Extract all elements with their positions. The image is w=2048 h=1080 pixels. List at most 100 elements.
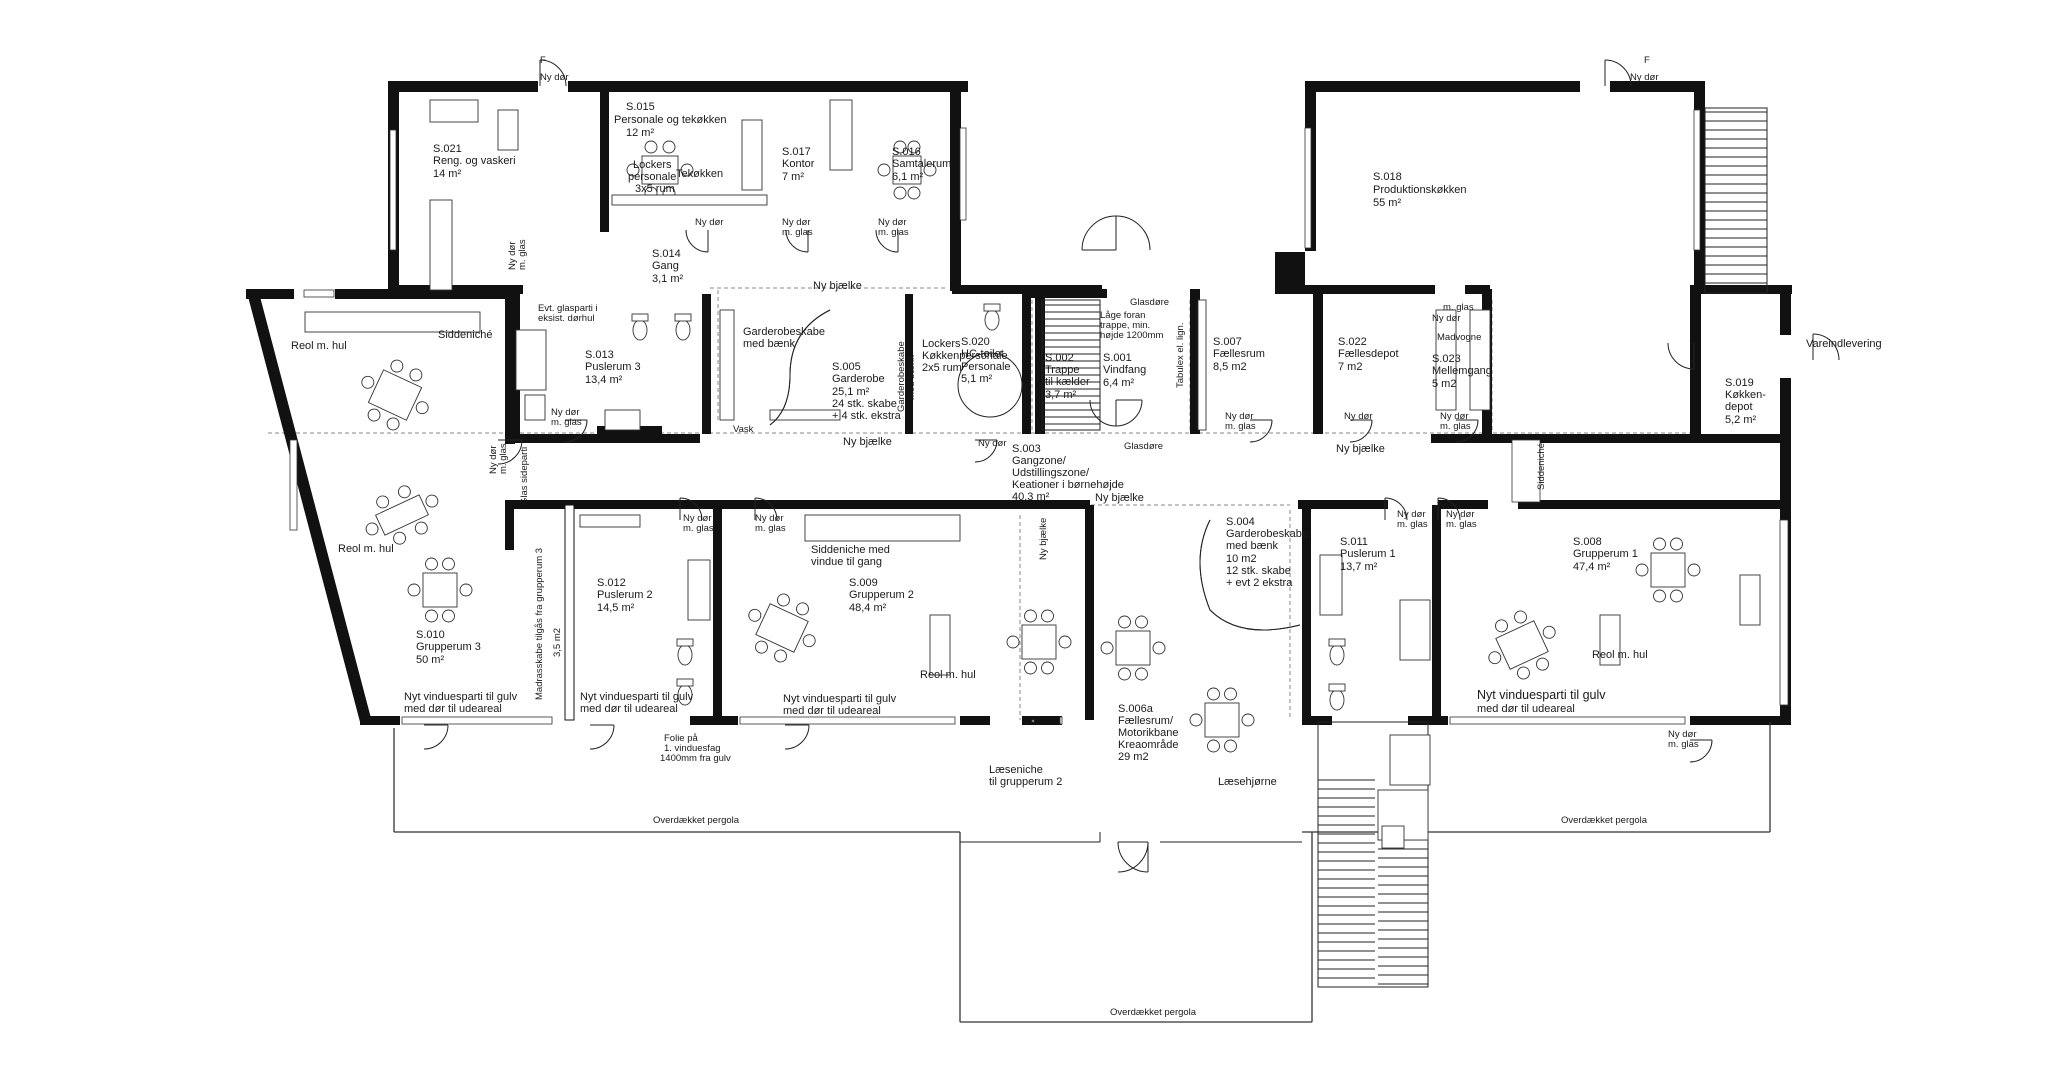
shelf: [579, 514, 641, 528]
room-s004[interactable]: S.004 Garderobeskabe med bænk 10 m2 12 s…: [1226, 516, 1308, 589]
svg-text:Fællesrum/: Fællesrum/: [1118, 715, 1174, 727]
note-laeseniche-b: til grupperum 2: [989, 776, 1062, 788]
table-with-chairs: [1488, 610, 1556, 680]
chair: [755, 640, 768, 654]
room-s014[interactable]: S.014 Gang 3,1 m²: [652, 248, 684, 285]
svg-text:depot: depot: [1725, 401, 1753, 413]
door-arc: [1349, 419, 1373, 443]
svg-text:24 stk. skabe: 24 stk. skabe: [832, 398, 897, 410]
svg-text:Udstillingszone/: Udstillingszone/: [1012, 467, 1090, 479]
note-garderobeskabe-vert-b: med bænk: [906, 355, 917, 400]
svg-text:6,1 m²: 6,1 m²: [892, 171, 924, 183]
room-s002[interactable]: S.002 Trappe til kælder 3,7 m²: [1045, 352, 1090, 401]
note-nyt-vindue-3b: med dør til udeareal: [783, 705, 881, 717]
bench: [719, 309, 735, 421]
chair: [1670, 589, 1683, 603]
chair: [1207, 687, 1220, 701]
note-folie-c: 1400mm fra gulv: [660, 753, 731, 764]
room-s011[interactable]: S.011 Puslerum 1 13,7 m²: [1340, 536, 1396, 573]
room-s006a[interactable]: S.006a Fællesrum/ Motorikbane Kreaområde…: [1118, 703, 1179, 763]
room-s005[interactable]: S.005 Garderobe 25,1 m² 24 stk. skabe + …: [832, 361, 902, 422]
chair: [777, 593, 790, 607]
svg-text:HC-toilet: HC-toilet: [961, 348, 1004, 360]
svg-text:Reng. og vaskeri: Reng. og vaskeri: [433, 155, 516, 167]
room-s001[interactable]: S.001 Vindfang 6,4 m²: [1103, 352, 1146, 389]
svg-text:Grupperum 1: Grupperum 1: [1573, 548, 1638, 560]
note-lockers-1a: Lockers: [633, 159, 672, 171]
chair: [425, 557, 438, 571]
svg-text:med bænk: med bænk: [1226, 540, 1278, 552]
room-s023[interactable]: S.023 Mellemgang 5 m2: [1432, 353, 1492, 390]
annotations: F F Ny dør Ny dør Tekøkken Lockers perso…: [291, 55, 1882, 1018]
door-arc: [1081, 215, 1117, 251]
note-lockers-2a: Lockers: [922, 338, 961, 350]
room-s019[interactable]: S.019 Køkken- depot 5,2 m²: [1725, 377, 1766, 426]
svg-text:S.006a: S.006a: [1118, 703, 1154, 715]
planter: [1389, 734, 1431, 786]
room-s010[interactable]: S.010 Grupperum 3 50 m²: [416, 629, 481, 666]
note-laesehjorne: Læsehjørne: [1218, 776, 1277, 788]
table: [1650, 552, 1686, 588]
table-with-chairs: [1635, 537, 1701, 603]
svg-text:14 m²: 14 m²: [433, 168, 461, 180]
note-pergola-south: Overdækket pergola: [1110, 1007, 1197, 1018]
svg-text:S.019: S.019: [1725, 377, 1754, 389]
door-arc: [1115, 399, 1143, 427]
room-s016[interactable]: S.016 Samtalerum 6,1 m²: [892, 146, 951, 183]
chair: [442, 609, 455, 623]
svg-text:S.023: S.023: [1432, 353, 1461, 365]
chair: [1058, 635, 1072, 649]
note-ny-dor-s009b: m. glas: [755, 523, 786, 534]
note-nyt-vindue-big: Nyt vinduesparti til gulv: [1477, 688, 1606, 702]
table-with-chairs: [1006, 609, 1072, 675]
table: [892, 155, 922, 185]
note-lockers-1c: 3x5 rum: [635, 183, 675, 195]
toilet: [984, 309, 1000, 331]
counter: [429, 199, 453, 291]
chair: [1514, 610, 1527, 624]
room-s003[interactable]: S.003 Gangzone/ Udstillingszone/ Keation…: [1012, 443, 1124, 503]
note-reol-hul-2: Reol m. hul: [338, 543, 394, 555]
svg-text:Garderobeskabe: Garderobeskabe: [1226, 528, 1308, 540]
chair: [1189, 713, 1203, 727]
chair: [907, 186, 921, 200]
room-s018[interactable]: S.018 Produktionskøkken 55 m²: [1373, 171, 1467, 209]
chair: [644, 140, 658, 154]
svg-text:10 m2: 10 m2: [1226, 553, 1257, 565]
door-arc: [754, 497, 778, 521]
walls: [246, 81, 1792, 725]
room-s017[interactable]: S.017 Kontor 7 m²: [782, 146, 815, 183]
note-ny-dor-s023-b: Ny dør: [1432, 313, 1461, 324]
chair: [1542, 625, 1556, 639]
chair: [459, 583, 473, 597]
note-garderobeskabe-vert-a: Garderobeskabe: [896, 341, 907, 412]
toilet: [675, 319, 691, 341]
room-s009[interactable]: S.009 Grupperum 2 48,4 m²: [849, 577, 914, 614]
room-s008[interactable]: S.008 Grupperum 1 47,4 m²: [1573, 536, 1638, 573]
chair: [414, 521, 428, 535]
chair: [1152, 641, 1166, 655]
chair: [376, 495, 390, 509]
door-arc: [679, 497, 703, 521]
note-tekokken: Tekøkken: [676, 168, 723, 180]
note-ny-dor-s008a: Ny dør: [1446, 509, 1475, 520]
note-siddeniche-vindue-a: Siddeniche med: [811, 544, 890, 556]
chair: [774, 649, 787, 663]
room-s022[interactable]: S.022 Fællesdepot 7 m2: [1338, 336, 1399, 373]
svg-text:S.020: S.020: [961, 336, 990, 348]
room-s007[interactable]: S.007 Fællesrum 8,5 m2: [1213, 336, 1265, 373]
note-lockers-2c: 2x5 rum: [922, 362, 962, 374]
door-arc: [1455, 419, 1479, 443]
room-s012[interactable]: S.012 Puslerum 2 14,5 m²: [597, 577, 653, 614]
svg-text:12 m²: 12 m²: [626, 127, 654, 139]
room-s015[interactable]: S.015 Personale og tekøkken 12 m²: [614, 101, 727, 139]
chair: [397, 485, 411, 499]
chair: [1207, 739, 1220, 753]
room-s013[interactable]: S.013 Puslerum 3 13,4 m²: [585, 349, 641, 386]
note-ny-dor-s008b: m. glas: [1446, 519, 1477, 530]
note-ny-bjaelke-corridor: Ny bjælke: [843, 436, 892, 448]
room-s021[interactable]: S.021 Reng. og vaskeri 14 m²: [433, 143, 516, 180]
room-s020[interactable]: S.020 HC-toilet Personale 5,1 m²: [961, 336, 1011, 385]
chair: [680, 163, 694, 177]
